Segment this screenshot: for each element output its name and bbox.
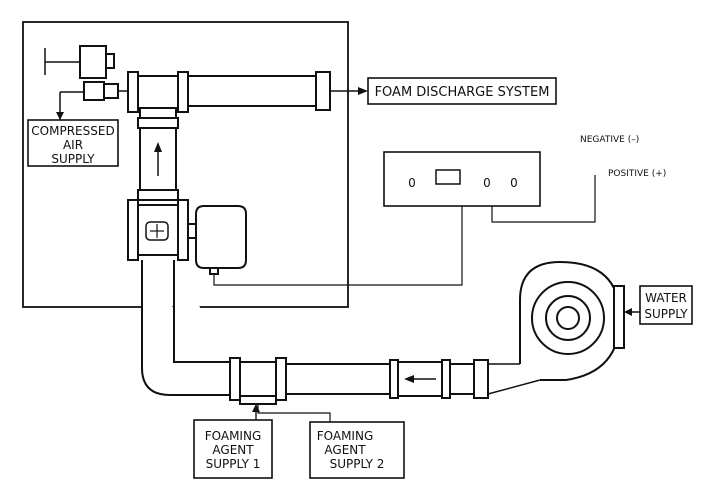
flow-meter-body — [127, 199, 197, 261]
flow-left-arrow-head — [404, 375, 414, 383]
foam-discharge-label: FOAM DISCHARGE SYSTEM — [375, 85, 550, 100]
foaming-agent-1-box — [193, 419, 273, 479]
foaming-agent-2-line3: SUPPLY 2 — [330, 457, 385, 471]
power-wire — [491, 175, 596, 223]
water-supply-box — [639, 285, 693, 325]
transmitter-housing — [195, 205, 247, 275]
foaming-agent-1-line3: SUPPLY 1 — [206, 457, 261, 471]
foaming-agent-2-line2: AGENT — [324, 443, 366, 457]
water-pump — [519, 260, 625, 381]
water-supply-label-line2: SUPPLY — [644, 307, 688, 321]
main-supply-pipe — [141, 260, 541, 405]
discharge-arrow-head — [358, 87, 368, 95]
compressed-air-label-line3: SUPPLY — [51, 152, 95, 166]
foam-discharge-box — [367, 77, 557, 105]
compressed-air-label-line1: COMPRESSED — [31, 124, 114, 138]
foaming-agent-1-line2: AGENT — [212, 443, 254, 457]
vertical-pipe-upper — [137, 117, 179, 201]
negative-label: NEGATIVE (–) — [580, 135, 639, 145]
compressed-air-box — [27, 119, 119, 167]
air-valve-assembly — [44, 45, 130, 120]
positive-label: POSITIVE (+) — [608, 169, 666, 179]
control-panel — [383, 151, 541, 207]
panel-knob-right: 0 — [510, 176, 518, 190]
panel-knob-left: 0 — [408, 176, 416, 190]
foaming-agent-lines — [252, 404, 331, 422]
compressed-air-label-line2: AIR — [63, 138, 83, 152]
panel-display — [435, 169, 461, 185]
foaming-agent-2-line1: FOAMING — [317, 429, 374, 443]
foaming-agent-2-box — [309, 421, 405, 479]
water-supply-label-line1: WATER — [645, 291, 687, 305]
discharge-tee-and-pipe — [127, 71, 331, 119]
flow-up-arrow-head — [154, 142, 162, 152]
signal-wire — [213, 206, 463, 286]
water-supply-arrow-head — [624, 308, 632, 316]
panel-knob-mid: 0 — [483, 176, 491, 190]
foaming-agent-1-line1: FOAMING — [205, 429, 262, 443]
